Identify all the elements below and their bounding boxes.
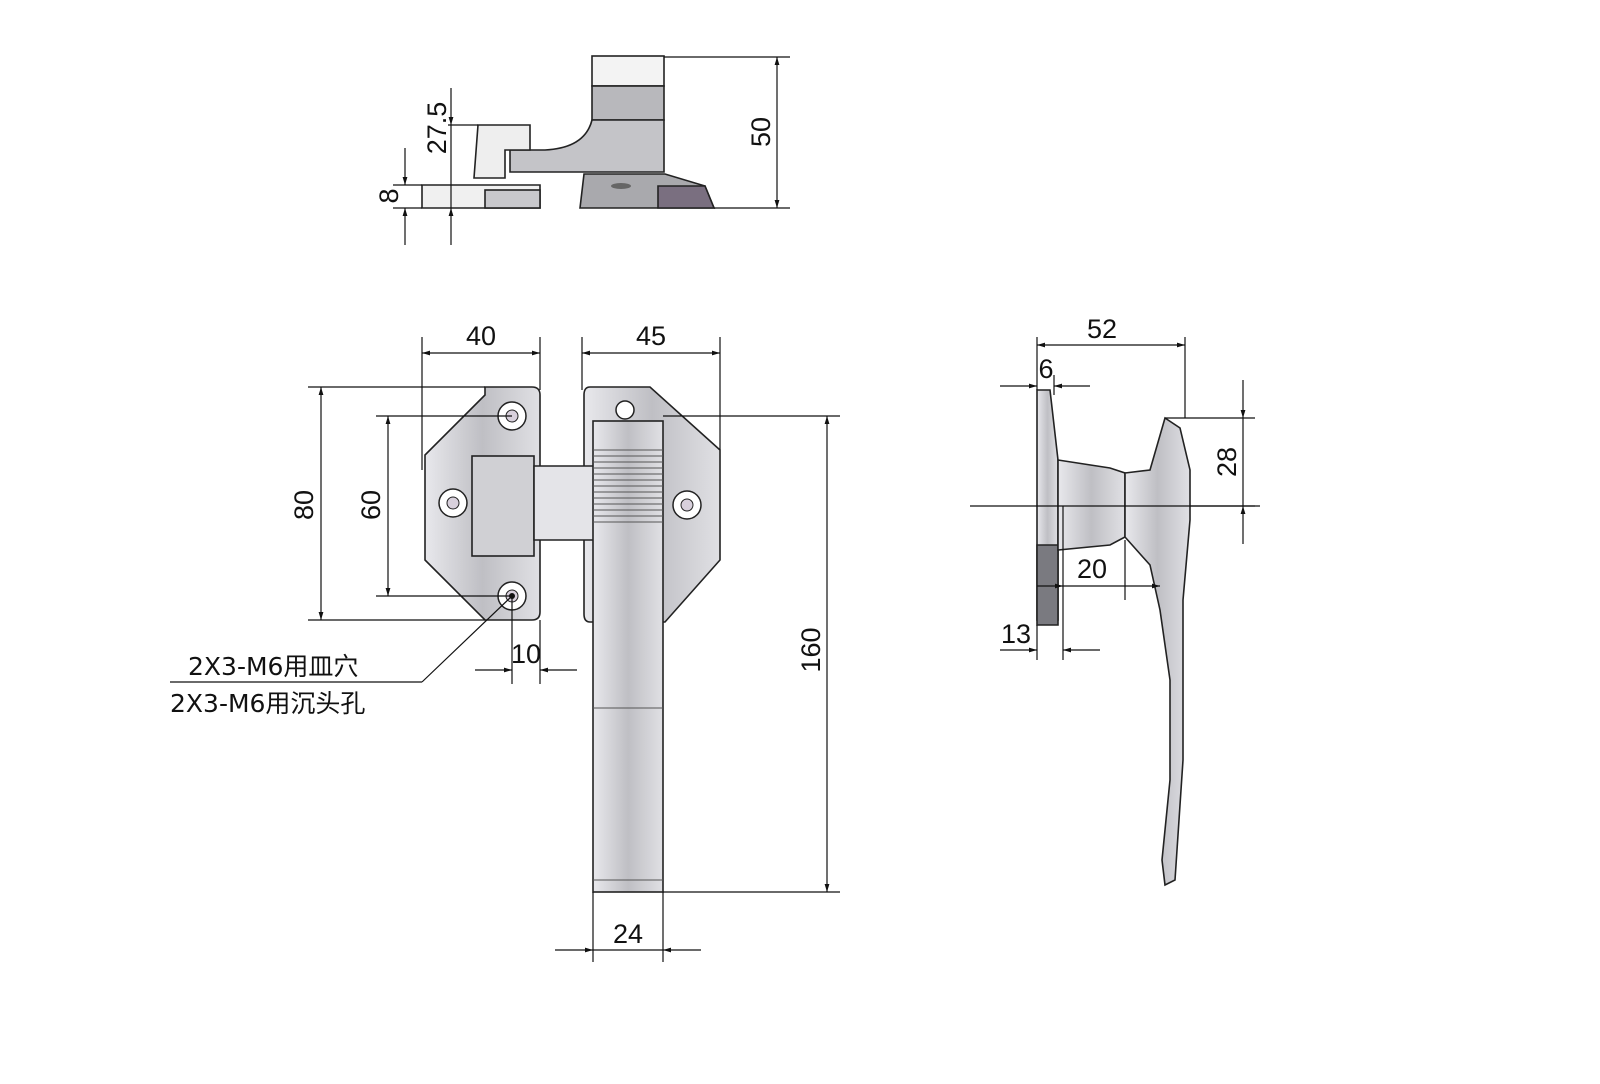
- dim-grip-28: 28: [1212, 447, 1242, 477]
- dim-depth-52: 52: [1087, 314, 1117, 344]
- latch-tongue: [533, 465, 595, 541]
- dim-height-50: 50: [746, 117, 776, 147]
- dim-width-24: 24: [613, 919, 643, 949]
- handle: [592, 420, 664, 893]
- screw-hole-icon: [611, 183, 631, 189]
- latch-arm: [509, 119, 665, 173]
- dim-offset-13: 13: [1001, 619, 1031, 649]
- handle-cap: [591, 55, 665, 87]
- dim-height-27-5: 27.5: [422, 102, 452, 155]
- dim-height-80: 80: [289, 490, 319, 520]
- side-view: 52 6 28 20 13: [970, 314, 1260, 887]
- note-countersink-jp: 2X3-M6用皿穴: [188, 652, 358, 681]
- top-view: 50 27.5 8: [374, 55, 790, 245]
- dim-width-40: 40: [466, 321, 496, 351]
- dim-length-160: 160: [796, 627, 826, 672]
- mount-plate-lower: [1036, 544, 1059, 626]
- front-view: 40 45 80 60 10 160 24 2X3-M6用皿穴 2X3-M6用沉…: [170, 321, 840, 962]
- latch-base-dark: [657, 185, 716, 209]
- keeper-hook: [473, 124, 531, 179]
- dim-hole-offset-10: 10: [511, 639, 541, 669]
- lever-handle: [1124, 416, 1191, 887]
- dim-thickness-6: 6: [1038, 354, 1053, 384]
- keeper-hook-block: [471, 455, 535, 557]
- dim-hole-spacing-60: 60: [356, 490, 386, 520]
- handle-block: [591, 85, 665, 121]
- keeper-base-face: [484, 189, 541, 209]
- hub: [1057, 459, 1126, 551]
- hole-icon: [615, 400, 635, 420]
- dim-height-8: 8: [374, 188, 404, 203]
- dim-width-45: 45: [636, 321, 666, 351]
- dim-neck-20: 20: [1077, 554, 1107, 584]
- note-countersink-cn: 2X3-M6用沉头孔: [170, 689, 365, 718]
